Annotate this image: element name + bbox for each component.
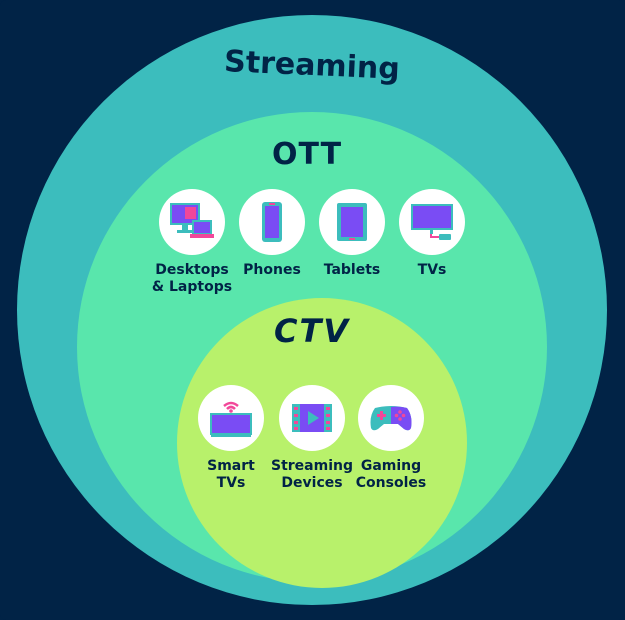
ctv-item-label: Streaming Devices	[271, 458, 353, 491]
ott-item-label: TVs	[417, 262, 447, 278]
ctv-title: CTV	[273, 312, 351, 350]
ott-title: OTT	[271, 137, 343, 172]
ctv-item-smart-tvs: Smart TVs	[183, 385, 279, 492]
ctv-item-label: Smart TVs	[207, 458, 255, 491]
ott-item-desktops-laptops: Desktops & Laptops	[144, 189, 240, 296]
ctv-item-gaming-consoles: Gaming Consoles	[343, 385, 439, 492]
ott-item-label: Phones	[243, 262, 301, 278]
desktop-laptop-icon	[159, 189, 225, 255]
ott-item-label: Desktops & Laptops	[151, 262, 233, 295]
ott-item-tvs: TVs	[384, 189, 480, 279]
ctv-item-streaming-devices: Streaming Devices	[264, 385, 360, 492]
ctv-item-label: Gaming Consoles	[355, 458, 427, 491]
tablet-icon	[319, 189, 385, 255]
streaming-device-icon	[279, 385, 345, 451]
ott-item-phones: Phones	[224, 189, 320, 279]
tv-icon	[399, 189, 465, 255]
game-controller-icon	[358, 385, 424, 451]
ott-item-label: Tablets	[323, 262, 381, 278]
ott-item-tablets: Tablets	[304, 189, 400, 279]
smart-tv-icon	[198, 385, 264, 451]
phone-icon	[239, 189, 305, 255]
